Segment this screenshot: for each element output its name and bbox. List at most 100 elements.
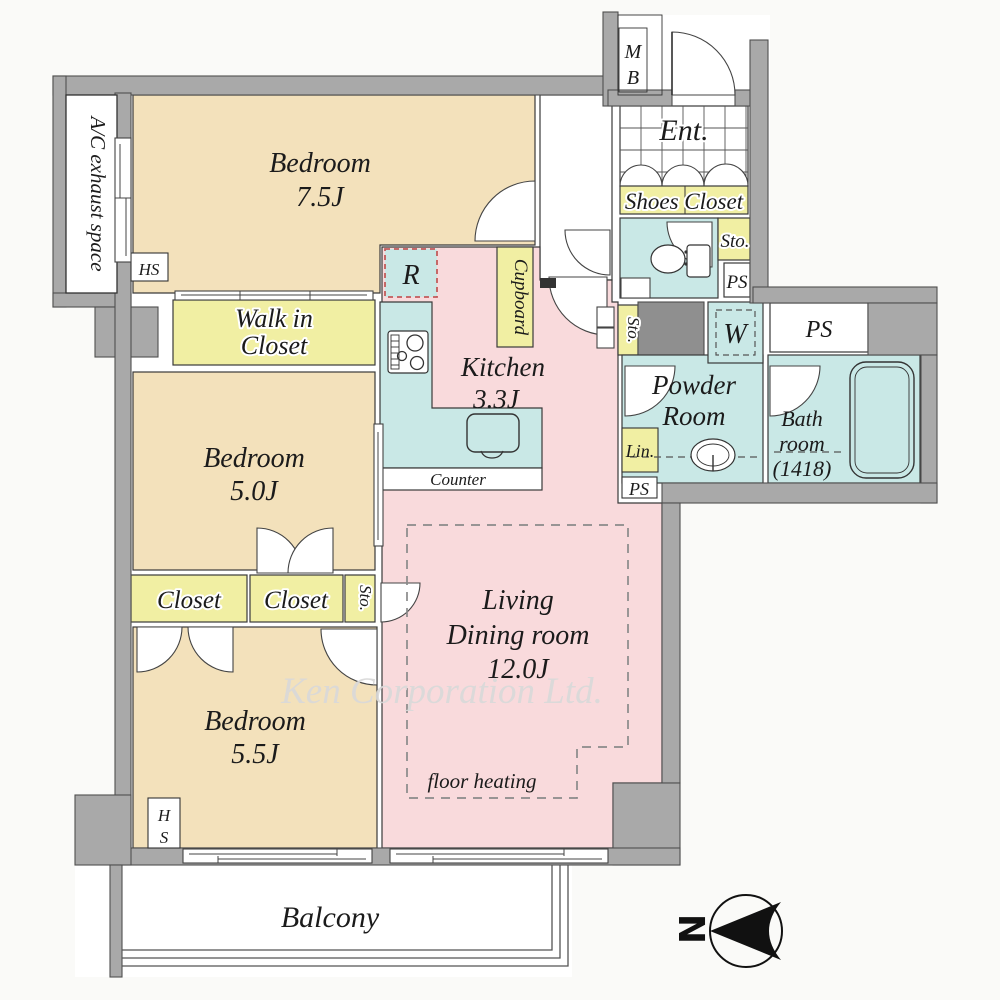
room-walk-in-closet: [172, 299, 376, 366]
bathtub-icon: [774, 361, 915, 479]
ac-space-label: A/C exhaust space: [86, 114, 110, 271]
wall-segment: [74, 794, 132, 866]
counter-label: Counter: [430, 470, 486, 489]
bath-label-3: (1418): [773, 456, 832, 481]
hs-bottom-s: S: [160, 828, 169, 847]
closet-a-label: Closet: [157, 587, 222, 614]
cupboard: [496, 246, 534, 348]
meter-box-m: M: [624, 41, 643, 63]
wall-segment: [661, 482, 938, 504]
balcony-railing: [122, 865, 569, 967]
compass-north-label: N: [670, 914, 711, 944]
bedroom55-size: 5.5J: [231, 739, 280, 770]
ac-exhaust-space-box: [65, 94, 118, 294]
labels-layer: Bedroom 7.5J Walk in Closet Bedroom 5.0J…: [86, 41, 832, 934]
bath-label-2: room: [779, 431, 825, 456]
linen-label: Lin.: [625, 441, 655, 461]
wall-segment: [920, 354, 938, 504]
bedroom50-label: Bedroom: [203, 443, 305, 474]
cupboard-label: Cupboard: [510, 259, 531, 336]
wall-segment: [607, 89, 673, 107]
windows-layer: [114, 137, 609, 864]
living-size: 12.0J: [487, 654, 550, 685]
compass: N: [670, 894, 783, 968]
wall-segment: [661, 502, 681, 784]
watermark: Ken Corporation Ltd.: [280, 671, 603, 712]
washer-space: [707, 301, 764, 364]
door-hallway: [564, 229, 611, 276]
hs-box-top: [130, 252, 169, 282]
room-bedroom-50: [132, 371, 376, 571]
toilet-basin: [620, 277, 651, 299]
pipe-space-c: [621, 476, 658, 499]
sto-corridor-label: Sto.: [624, 317, 643, 343]
bedroom55-label: Bedroom: [204, 706, 306, 737]
bedroom75-size: 7.5J: [296, 182, 345, 213]
fixtures-layer: [122, 244, 915, 967]
walkin-label-1: Walk in: [235, 304, 313, 333]
powder-label-1: Powder: [651, 370, 736, 400]
entrance-tile-area: [619, 105, 749, 187]
meter-box: [617, 14, 663, 96]
door-bath: [769, 365, 821, 417]
shoes-closet-label: Shoes Closet: [625, 189, 744, 214]
door-powder: [624, 365, 676, 417]
closet-a-door-right: [187, 626, 234, 673]
closet-b: [249, 574, 344, 623]
kitchen-size: 3.3J: [472, 384, 521, 414]
ps-c-label: PS: [628, 479, 649, 499]
meter-box-b: B: [627, 67, 639, 89]
shoes-closet: [619, 185, 749, 215]
bedroom50-size: 5.0J: [230, 476, 279, 507]
living-label-1: Living: [481, 585, 554, 616]
pipe-space-a: [723, 262, 751, 298]
wall-segment: [52, 75, 67, 308]
window-balcony-living: [389, 848, 609, 864]
wall-segment: [867, 302, 938, 356]
living-label-2: Dining room: [446, 620, 590, 651]
doors-layer: [136, 31, 821, 686]
hs-box-bottom: [147, 797, 181, 849]
storage-hall: [344, 574, 376, 623]
storage-corridor-door-leaf: [596, 327, 615, 349]
walkin-label-2: Closet: [241, 331, 308, 360]
window-balcony-bedroom55: [182, 848, 373, 864]
door-bedroom55: [320, 628, 378, 686]
wall-segment: [749, 39, 769, 304]
powder-label-2: Room: [662, 401, 726, 431]
shaft-block: [637, 301, 705, 358]
refrigerator-space: [384, 248, 438, 298]
entrance-step-scallop: [619, 164, 663, 187]
ps-a-label: PS: [725, 272, 748, 293]
wall-segment: [52, 75, 619, 96]
wall-segment: [752, 286, 938, 304]
sliding-door-bedroom50: [373, 423, 384, 547]
closet-b-door-right: [287, 527, 334, 574]
stove-icon: [387, 330, 429, 374]
entrance-door-arc: [671, 31, 736, 96]
sto-hall-label: Sto.: [356, 585, 375, 611]
sto-entry-label: Sto.: [720, 231, 749, 252]
kitchen-sink-icon: [466, 413, 520, 459]
toilet-icon: [620, 244, 711, 299]
entrance-step-scallop: [703, 163, 749, 187]
powder-sink-icon: [630, 438, 760, 472]
north-arrow-icon: [710, 902, 781, 960]
closet-a: [130, 574, 248, 623]
wall-pier: [540, 278, 556, 288]
washer-label: W: [723, 319, 749, 350]
balcony-label: Balcony: [281, 901, 380, 934]
bedroom75-label: Bedroom: [269, 148, 371, 179]
floor-heating-label: floor heating: [427, 769, 536, 793]
hs-bottom-h: H: [157, 806, 172, 825]
closet-a-door-left: [136, 626, 183, 673]
refrigerator-label: R: [401, 260, 419, 291]
ps-b-label: PS: [805, 317, 833, 343]
bath-label-1: Bath: [781, 406, 823, 431]
closet-b-label: Closet: [264, 587, 329, 614]
storage-corridor-door-leaf: [596, 306, 615, 328]
kitchen-label: Kitchen: [460, 352, 545, 382]
entrance-label: Ent.: [658, 114, 708, 147]
